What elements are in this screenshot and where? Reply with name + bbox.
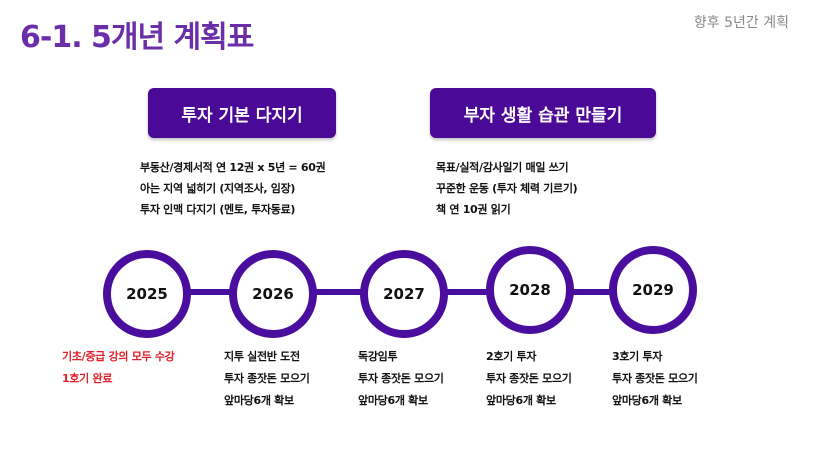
- year-circle-2028: 2028: [486, 246, 574, 334]
- year-circle-2026: 2026: [229, 250, 317, 338]
- note-item: 앞마당6개 확보: [224, 394, 294, 407]
- category-rich-habits: 부자 생활 습관 만들기: [430, 88, 656, 138]
- list-item: 목표/실적/감사일기 매일 쓰기: [436, 161, 569, 174]
- note-item: 1호기 완료: [62, 372, 113, 385]
- note-item: 2호기 투자: [486, 350, 537, 363]
- list-item: 아는 지역 넓히기 (지역조사, 임장): [140, 182, 296, 195]
- note-item: 투자 종잣돈 모으기: [224, 372, 310, 385]
- category-investment-basics: 투자 기본 다지기: [148, 88, 336, 138]
- notes-2028: 2호기 투자 투자 종잣돈 모으기 앞마당6개 확보: [486, 346, 572, 412]
- list-item: 책 연 10권 읽기: [436, 203, 511, 216]
- notes-2026: 지투 실전반 도전 투자 종잣돈 모으기 앞마당6개 확보: [224, 346, 310, 412]
- list-item: 꾸준한 운동 (투자 체력 기르기): [436, 182, 578, 195]
- notes-2025: 기초/중급 강의 모두 수강 1호기 완료: [62, 346, 175, 390]
- list-item: 투자 인맥 다지기 (멘토, 투자동료): [140, 203, 296, 216]
- note-item: 앞마당6개 확보: [358, 394, 428, 407]
- note-item: 투자 종잣돈 모으기: [358, 372, 444, 385]
- note-item: 앞마당6개 확보: [486, 394, 556, 407]
- investment-basics-list: 부동산/경제서적 연 12권 x 5년 = 60권 아는 지역 넓히기 (지역조…: [140, 157, 326, 220]
- year-circle-2025: 2025: [103, 250, 191, 338]
- year-circle-2029: 2029: [609, 246, 697, 334]
- note-item: 독강임투: [358, 350, 398, 363]
- note-item: 투자 종잣돈 모으기: [612, 372, 698, 385]
- note-item: 앞마당6개 확보: [612, 394, 682, 407]
- page-title: 6-1. 5개년 계획표: [20, 20, 254, 55]
- note-item: 3호기 투자: [612, 350, 663, 363]
- note-item: 투자 종잣돈 모으기: [486, 372, 572, 385]
- year-circle-2027: 2027: [360, 250, 448, 338]
- note-item: 지투 실전반 도전: [224, 350, 300, 363]
- list-item: 부동산/경제서적 연 12권 x 5년 = 60권: [140, 161, 326, 174]
- notes-2029: 3호기 투자 투자 종잣돈 모으기 앞마당6개 확보: [612, 346, 698, 412]
- page-subtitle: 향후 5년간 계획: [693, 15, 789, 31]
- rich-habits-list: 목표/실적/감사일기 매일 쓰기 꾸준한 운동 (투자 체력 기르기) 책 연 …: [436, 157, 578, 220]
- note-item: 기초/중급 강의 모두 수강: [62, 350, 175, 363]
- notes-2027: 독강임투 투자 종잣돈 모으기 앞마당6개 확보: [358, 346, 444, 412]
